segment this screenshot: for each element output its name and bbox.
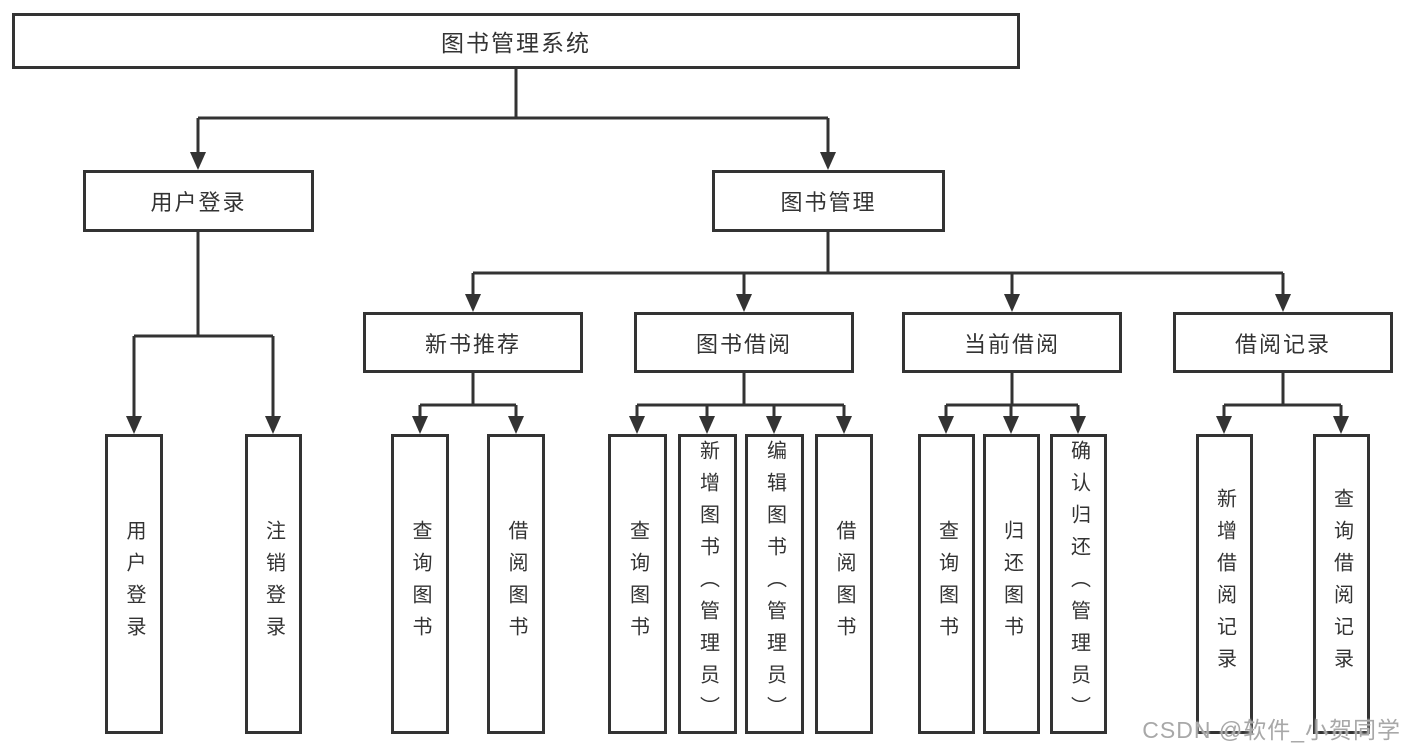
node-label: 用户登录 [150,190,247,215]
node-label: 查询借阅记录 [1330,488,1353,680]
leaf-add-borrow-record: 新增借阅记录 [1196,434,1253,734]
leaf-user-login: 用户登录 [105,434,163,734]
node-borrowing-records: 借阅记录 [1173,312,1393,373]
node-label: 查询图书 [409,520,431,648]
leaf-return-book: 归还图书 [983,434,1040,734]
leaf-query-book: 查询图书 [391,434,449,734]
node-library-management-system: 图书管理系统 [12,13,1020,69]
node-label: 确认归还（管理员） [1067,440,1090,728]
watermark: CSDN @软件_小贺同学 [1142,717,1401,743]
node-label: 新增借阅记录 [1213,488,1236,680]
node-label: 查询图书 [935,520,958,648]
leaf-confirm-return-admin: 确认归还（管理员） [1050,434,1107,734]
node-label: 借阅记录 [1234,331,1331,357]
node-book-borrowing: 图书借阅 [634,312,854,373]
arrowheads [126,152,1349,434]
node-label: 编辑图书（管理员） [763,440,786,728]
leaf-query-borrow-record: 查询借阅记录 [1313,434,1370,734]
node-label: 图书借阅 [695,331,792,357]
node-user-login: 用户登录 [83,170,314,232]
node-label: 当前借阅 [963,331,1060,357]
node-label: 借阅图书 [833,520,855,648]
node-new-book-recommendation: 新书推荐 [363,312,583,373]
node-label: 新书推荐 [424,331,521,357]
leaf-logout: 注销登录 [245,434,302,734]
node-label: 借阅图书 [505,520,527,648]
node-label: 用户登录 [123,520,145,648]
node-book-management: 图书管理 [712,170,945,232]
leaf-query-book: 查询图书 [608,434,667,734]
node-label: 注销登录 [262,520,285,648]
leaf-edit-book-admin: 编辑图书（管理员） [745,434,804,734]
node-current-borrowing: 当前借阅 [902,312,1122,373]
leaf-add-book-admin: 新增图书（管理员） [678,434,737,734]
node-label: 图书管理 [780,190,877,215]
leaf-query-book: 查询图书 [918,434,975,734]
node-label: 图书管理系统 [441,30,591,56]
leaf-borrow-book: 借阅图书 [815,434,873,734]
node-label: 归还图书 [1000,520,1023,648]
node-label: 查询图书 [626,520,649,648]
node-label: 新增图书（管理员） [696,440,719,728]
leaf-borrow-book: 借阅图书 [487,434,545,734]
